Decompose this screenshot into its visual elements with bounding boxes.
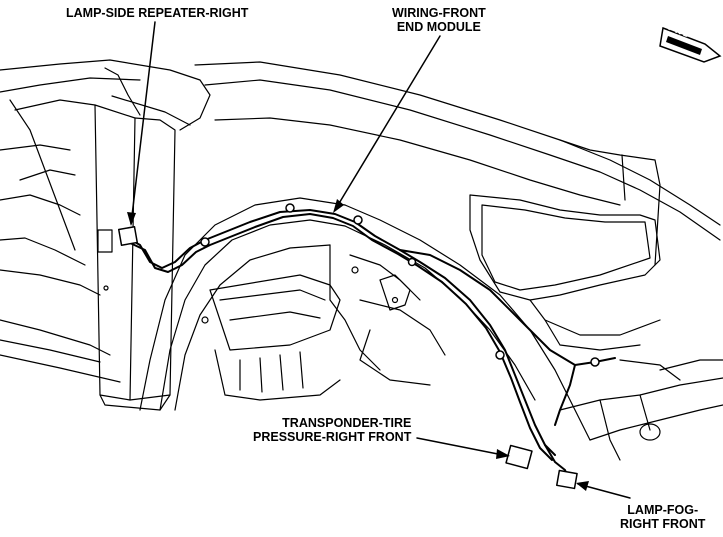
forward-arrow-icon [659, 26, 722, 63]
label-wiring-line2: END MODULE [396, 20, 481, 34]
fog-lamp-connector [555, 469, 578, 490]
wiring-leader [334, 35, 441, 211]
fender-outline [194, 61, 721, 266]
repeater-leader [130, 21, 156, 225]
leader-arrowheads [127, 199, 589, 491]
transponder-leader [416, 437, 509, 457]
label-transponder-line2: PRESSURE-RIGHT FRONT [253, 430, 412, 444]
side-opening [469, 194, 661, 351]
label-lamp-side-repeater: LAMP-SIDE REPEATER-RIGHT [66, 6, 248, 20]
wheel-arch [139, 197, 591, 441]
label-fog-line1: LAMP-FOG- [627, 503, 699, 517]
pillar [94, 104, 176, 411]
label-transponder-line1: TRANSPONDER-TIRE [282, 416, 412, 430]
label-lamp-fog-right-front: LAMP-FOG- RIGHT FRONT [620, 503, 705, 531]
tpms-transponder [505, 444, 533, 470]
label-wiring-front-end-module: WIRING-FRONT END MODULE [392, 6, 486, 34]
wheelhouse-inner [201, 244, 446, 401]
frame-rail [559, 359, 723, 461]
label-wiring-line1: WIRING-FRONT [392, 6, 486, 20]
label-fog-line2: RIGHT FRONT [620, 517, 706, 531]
body-structure-left [0, 59, 211, 383]
label-repeater-text: LAMP-SIDE REPEATER-RIGHT [66, 6, 249, 20]
connectors [117, 203, 600, 490]
label-transponder-tire-pressure: TRANSPONDER-TIRE PRESSURE-RIGHT FRONT [253, 416, 411, 444]
leader-lines [130, 21, 631, 499]
repeater-connector [117, 225, 139, 247]
